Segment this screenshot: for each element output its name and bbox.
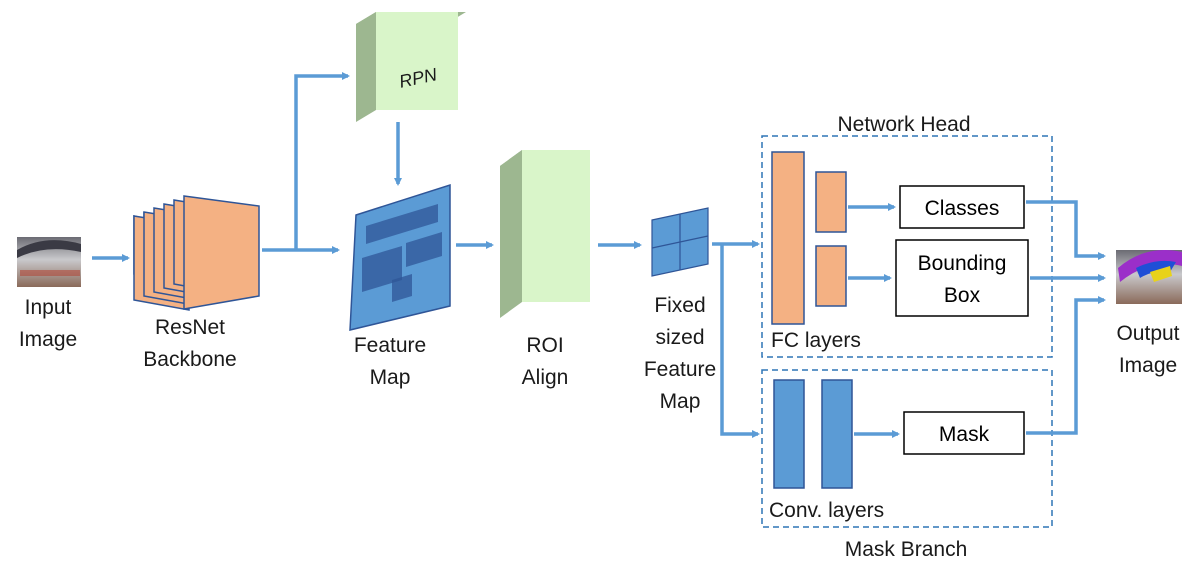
input-image-label-1: Input: [25, 296, 72, 319]
input-image-label-2: Image: [19, 328, 77, 351]
network-head-title: Network Head: [837, 113, 970, 136]
feature-map-block: [349, 183, 451, 331]
bbox-label-2: Box: [944, 284, 981, 307]
bounding-box-box: [895, 239, 1029, 317]
feature-map-label-2: Map: [370, 366, 411, 389]
fixed-map-label-2: sized: [655, 326, 704, 349]
input-image-thumbnail: [17, 237, 81, 287]
fixed-map-label-1: Fixed: [654, 294, 705, 317]
fc-layers-label: FC layers: [771, 329, 861, 352]
fixed-map-label-4: Map: [660, 390, 701, 413]
classes-box: [899, 185, 1025, 229]
mask-branch-box: [761, 369, 1053, 528]
arrow-fixedmap-to-mask: [720, 244, 760, 438]
fixed-feature-map-block: [651, 207, 709, 277]
bbox-label-1: Bounding: [918, 252, 1007, 275]
fc-layer-tall: [771, 151, 805, 325]
fc-layer-lower: [815, 245, 847, 307]
mask-branch-title: Mask Branch: [845, 538, 968, 561]
classes-label: Classes: [925, 197, 1000, 220]
conv-layer-1: [773, 379, 805, 489]
conv-layers-label: Conv. layers: [769, 499, 884, 522]
arrow-backbone-to-rpn: [294, 72, 350, 250]
roi-align-label-2: Align: [522, 366, 569, 389]
output-image-label-1: Output: [1116, 322, 1179, 345]
backbone-label-2: Backbone: [143, 348, 236, 371]
network-head-box: [761, 135, 1053, 358]
arrow-classes-to-output: [1026, 200, 1106, 260]
fc-layer-upper: [815, 171, 847, 233]
mask-box: [903, 411, 1025, 455]
roi-align-label-1: ROI: [526, 334, 563, 357]
output-image-label-2: Image: [1119, 354, 1177, 377]
mask-label: Mask: [939, 423, 990, 446]
fixed-map-label-3: Feature: [644, 358, 716, 381]
rpn-block: [356, 12, 466, 122]
arrow-mask-to-output: [1026, 296, 1106, 435]
conv-layer-2: [821, 379, 853, 489]
resnet-backbone-block: [133, 195, 260, 311]
backbone-label-1: ResNet: [155, 316, 225, 339]
output-image-thumbnail: [1116, 250, 1182, 304]
roi-align-block: [500, 150, 590, 318]
feature-map-label-1: Feature: [354, 334, 426, 357]
